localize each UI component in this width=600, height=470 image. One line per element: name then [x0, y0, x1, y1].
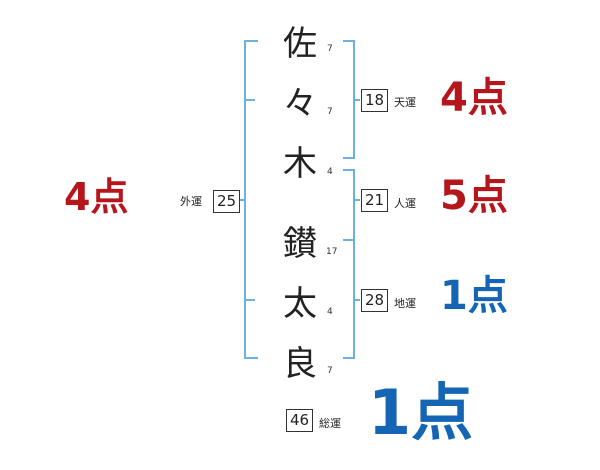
tenun-value: 18 — [361, 89, 388, 112]
chiun-label: 地運 — [394, 297, 416, 310]
stroke-count-2: 7 — [327, 107, 333, 117]
name-char-3: 木 — [283, 144, 317, 184]
gaiun-label: 外運 — [180, 195, 202, 208]
name-char-2: 々 — [283, 84, 317, 124]
gaiun-score: 4点 — [64, 175, 129, 219]
name-char-6: 良 — [283, 344, 317, 384]
tenun-label: 天運 — [394, 96, 416, 109]
jinun-label: 人運 — [394, 197, 416, 210]
souun-score: 1点 — [368, 376, 474, 449]
stroke-count-5: 4 — [327, 307, 333, 317]
jinun-score: 5点 — [440, 173, 508, 219]
jinun-value: 21 — [361, 189, 388, 212]
gaiun-value: 25 — [213, 190, 240, 213]
tenun-bracket — [343, 40, 355, 159]
name-char-1: 佐 — [283, 24, 317, 64]
stroke-count-1: 7 — [327, 44, 333, 54]
name-char-5: 太 — [283, 284, 317, 324]
stroke-count-6: 7 — [327, 366, 333, 376]
tenun-score: 4点 — [440, 75, 508, 121]
souun-label: 総運 — [319, 417, 341, 430]
chiun-value: 28 — [361, 289, 388, 312]
chiun-bracket — [343, 239, 355, 359]
name-char-4: 鑚 — [283, 224, 317, 264]
left-bracket — [244, 40, 258, 359]
jinun-bracket — [343, 169, 355, 241]
chiun-score: 1点 — [440, 273, 508, 319]
souun-value: 46 — [286, 409, 313, 432]
stroke-count-4: 17 — [326, 247, 338, 257]
stroke-count-3: 4 — [327, 167, 333, 177]
